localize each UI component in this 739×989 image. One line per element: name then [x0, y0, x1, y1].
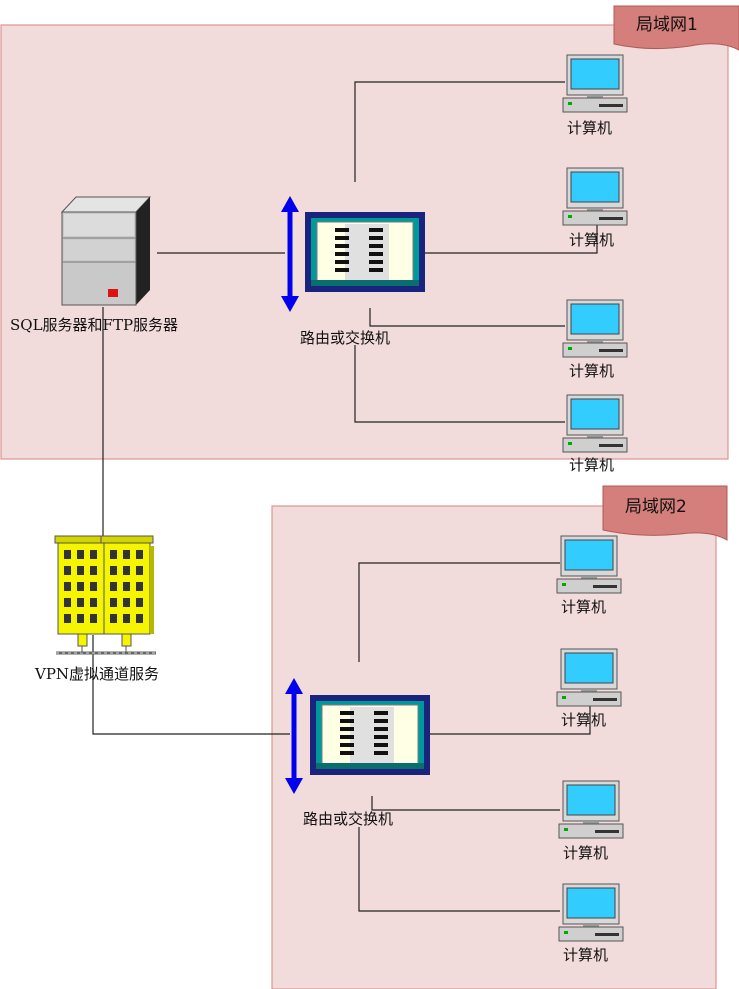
- lan2-tab: [602, 485, 728, 541]
- server-label: SQL服务器和FTP服务器: [10, 316, 178, 334]
- vpn-label: VPN虚拟通道服务: [34, 665, 159, 683]
- lan1-router-icon: [304, 211, 426, 293]
- lan1-computer-4-icon: [562, 394, 628, 453]
- server-icon: [60, 196, 152, 306]
- lan1-computer-1-label: 计算机: [567, 119, 612, 137]
- lan2-router-label: 路由或交换机: [303, 810, 393, 828]
- lan1-computer-3-icon: [562, 299, 628, 358]
- lan1-router-label: 路由或交换机: [300, 329, 390, 347]
- lan2-router-icon: [309, 694, 431, 776]
- lan2-computer-2-label: 计算机: [561, 711, 606, 729]
- lan1-computer-2-label: 计算机: [569, 231, 614, 249]
- lan1-tab: [613, 5, 739, 51]
- lan1-computer-2-icon: [562, 167, 628, 226]
- lan2-computer-3-icon: [558, 780, 624, 839]
- lan2-computer-3-label: 计算机: [563, 844, 608, 862]
- lan2-computer-4-icon: [558, 883, 624, 942]
- lan1-computer-1-icon: [562, 54, 628, 113]
- lan2-computer-1-icon: [556, 535, 622, 594]
- connection-lines: [92, 81, 598, 912]
- vpn-building-icon: [54, 535, 156, 655]
- lan2-computer-2-icon: [556, 648, 622, 707]
- lan1-computer-3-label: 计算机: [569, 362, 614, 380]
- lan1-title: 局域网1: [636, 15, 698, 35]
- lan2-title: 局域网2: [625, 497, 687, 517]
- lan2-computer-1-label: 计算机: [561, 598, 606, 616]
- lan1-computer-4-label: 计算机: [569, 456, 614, 474]
- lan2-computer-4-label: 计算机: [563, 946, 608, 964]
